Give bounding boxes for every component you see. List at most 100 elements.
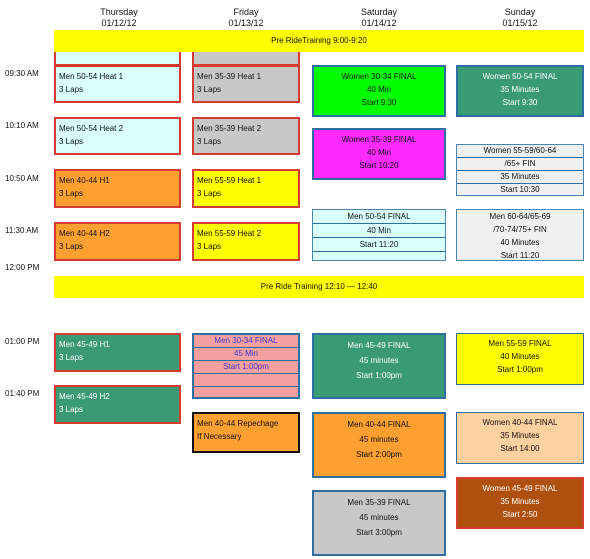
event-detail: 3 Laps xyxy=(59,85,84,94)
event-title: Men 55-59 Heat 1 xyxy=(197,176,262,185)
event-title: Men 35-39 FINAL xyxy=(347,498,411,507)
event-detail: 45 Min xyxy=(194,347,298,360)
event-detail: 3 Laps xyxy=(59,405,84,414)
event-saturday-2[interactable]: Women 35-39 FINAL 40 Min Start 10:20 xyxy=(312,128,446,180)
day-date: 01/15/12 xyxy=(502,18,538,28)
banner-midday-training: Pre Ride Training 12:10 — 12:40 xyxy=(54,276,584,298)
event-detail: 3 Laps xyxy=(197,242,222,251)
event-detail: 3 Laps xyxy=(59,242,84,251)
event-friday-3[interactable]: Men 55-59 Heat 1 3 Laps xyxy=(192,169,300,208)
event-blank xyxy=(313,251,445,264)
event-sunday-2[interactable]: Women 55-59/60-64 /65+ FIN 35 Minutes St… xyxy=(456,144,584,196)
event-start: Start 3:00pm xyxy=(356,528,402,537)
event-title: Men 45-49 H1 xyxy=(59,340,110,349)
event-saturday-1[interactable]: Women 30-34 FINAL 40 Min Start 9:30 xyxy=(312,65,446,117)
time-label: 10:50 AM xyxy=(5,174,39,183)
event-title: Men 45-49 FINAL xyxy=(347,341,411,350)
event-start: Start 10:20 xyxy=(359,161,399,170)
event-title: Women 50-54 FINAL xyxy=(482,72,558,81)
event-friday-6[interactable]: Men 40-44 Repechage If Necessary xyxy=(192,412,300,453)
event-thursday-2[interactable]: Men 50-54 Heat 2 3 Laps xyxy=(54,117,181,155)
event-saturday-4[interactable]: Men 45-49 FINAL 45 minutes Start 1:00pm xyxy=(312,333,446,399)
day-date: 01/12/12 xyxy=(101,18,137,28)
event-blank xyxy=(194,373,298,386)
event-friday-5[interactable]: Men 30-34 FINAL 45 Min Start 1:00pm xyxy=(192,333,300,399)
event-detail: 3 Laps xyxy=(59,353,84,362)
event-detail: 40 Min xyxy=(366,148,391,157)
event-thursday-5[interactable]: Men 45-49 H1 3 Laps xyxy=(54,333,181,372)
event-detail: 3 Laps xyxy=(197,189,222,198)
event-title: Men 55-59 Heat 2 xyxy=(197,229,262,238)
time-label: 01:00 PM xyxy=(5,337,40,346)
event-start: Start 10:30 xyxy=(457,183,583,196)
event-title: Men 50-54 Heat 1 xyxy=(59,72,124,81)
event-sunday-4[interactable]: Men 55-59 FINAL 40 Minutes Start 1:00pm xyxy=(456,333,584,385)
event-detail: 3 Laps xyxy=(197,85,222,94)
event-start: Start 9:30 xyxy=(361,98,397,107)
event-thursday-6[interactable]: Men 45-49 H2 3 Laps xyxy=(54,385,181,424)
event-detail: 40 Minutes xyxy=(500,352,540,361)
event-start: Start 2:50 xyxy=(502,510,538,519)
event-detail: /65+ FIN xyxy=(457,157,583,170)
event-duration: 40 Minutes xyxy=(500,238,540,247)
cell-stub xyxy=(54,52,181,66)
day-header-saturday: Saturday 01/14/12 xyxy=(312,7,446,29)
event-friday-2[interactable]: Men 35-39 Heat 2 3 Laps xyxy=(192,117,300,155)
event-start: Start 11:20 xyxy=(313,237,445,251)
event-detail: If Necessary xyxy=(197,432,242,441)
event-title: Men 35-39 Heat 1 xyxy=(197,72,262,81)
event-title: Men 40-44 H2 xyxy=(59,229,110,238)
event-detail: 3 Laps xyxy=(59,189,84,198)
event-title: Men 60-64/65-69 xyxy=(489,212,551,221)
day-header-thursday: Thursday 01/12/12 xyxy=(55,7,183,29)
event-title: Men 45-49 H2 xyxy=(59,392,110,401)
event-detail: 35 Minutes xyxy=(500,497,540,506)
day-header-sunday: Sunday 01/15/12 xyxy=(456,7,584,29)
event-title: Men 30-34 FINAL xyxy=(214,336,278,345)
event-start: Start 1:00pm xyxy=(356,371,402,380)
event-title: Men 40-44 FINAL xyxy=(347,420,411,429)
event-thursday-3[interactable]: Men 40-44 H1 3 Laps xyxy=(54,169,181,208)
event-title: Men 35-39 Heat 2 xyxy=(197,124,262,133)
event-detail: 40 Min xyxy=(366,85,391,94)
time-label: 11:30 AM xyxy=(5,226,39,235)
event-sunday-5[interactable]: Women 40-44 FINAL 35 Minutes Start 14:00 xyxy=(456,412,584,464)
event-sunday-1[interactable]: Women 50-54 FINAL 35 Minutes Start 9:30 xyxy=(456,65,584,117)
event-thursday-1[interactable]: Men 50-54 Heat 1 3 Laps xyxy=(54,65,181,103)
event-detail: 45 minutes xyxy=(359,435,399,444)
banner-morning-training: Pre RideTraining 9:00-9:20 xyxy=(54,30,584,52)
event-title: Men 55-59 FINAL xyxy=(488,339,552,348)
event-title: Women 40-44 FINAL xyxy=(482,418,558,427)
event-sunday-6[interactable]: Women 45-49 FINAL 35 Minutes Start 2:50 xyxy=(456,477,584,529)
event-thursday-4[interactable]: Men 40-44 H2 3 Laps xyxy=(54,222,181,261)
event-saturday-5[interactable]: Men 40-44 FINAL 45 minutes Start 2:00pm xyxy=(312,412,446,478)
event-detail: 45 minutes xyxy=(359,356,399,365)
day-name: Thursday xyxy=(100,7,138,17)
event-start: Start 14:00 xyxy=(500,444,540,453)
event-detail: 35 Minutes xyxy=(500,431,540,440)
event-duration: 35 Minutes xyxy=(457,170,583,183)
event-saturday-3[interactable]: Men 50-54 FINAL 40 Min Start 11:20 xyxy=(312,209,446,261)
event-blank xyxy=(194,386,298,399)
time-label: 01:40 PM xyxy=(5,389,40,398)
day-date: 01/14/12 xyxy=(361,18,397,28)
cell-stub xyxy=(192,52,300,66)
event-sunday-3[interactable]: Men 60-64/65-69 /70-74/75+ FIN 40 Minute… xyxy=(456,209,584,261)
event-title: Men 50-54 Heat 2 xyxy=(59,124,124,133)
event-detail: 35 Minutes xyxy=(500,85,540,94)
event-friday-4[interactable]: Men 55-59 Heat 2 3 Laps xyxy=(192,222,300,261)
event-detail: /70-74/75+ FIN xyxy=(493,225,547,234)
event-detail: 45 minutes xyxy=(359,513,399,522)
event-title: Women 35-39 FINAL xyxy=(341,135,417,144)
event-detail: 3 Laps xyxy=(59,137,84,146)
event-start: Start 11:20 xyxy=(500,251,540,260)
day-name: Saturday xyxy=(360,7,398,17)
event-title: Women 30-34 FINAL xyxy=(341,72,417,81)
event-friday-1[interactable]: Men 35-39 Heat 1 3 Laps xyxy=(192,65,300,103)
event-saturday-6[interactable]: Men 35-39 FINAL 45 minutes Start 3:00pm xyxy=(312,490,446,556)
event-start: Start 2:00pm xyxy=(356,450,402,459)
event-title: Men 40-44 Repechage xyxy=(197,419,279,428)
day-name: Sunday xyxy=(504,7,536,17)
event-detail: 40 Min xyxy=(313,223,445,237)
event-start: Start 9:30 xyxy=(502,98,538,107)
